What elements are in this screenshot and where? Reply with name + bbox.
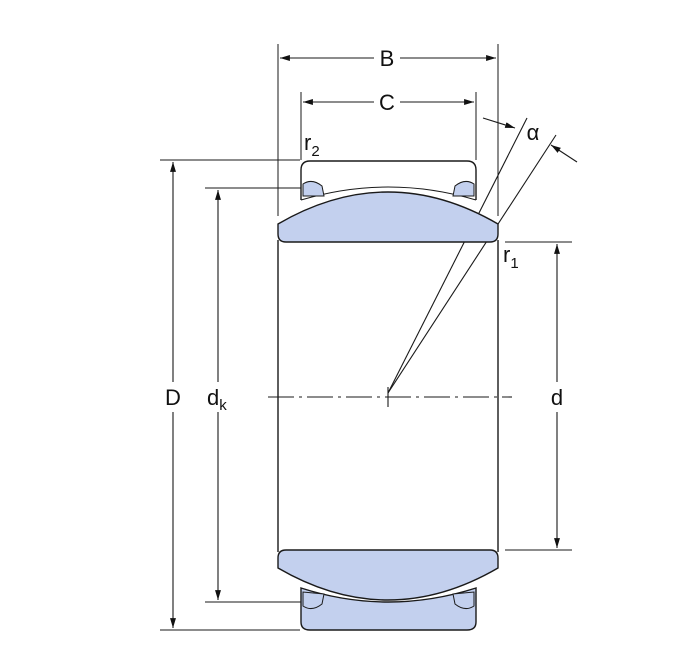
label-r1: r1 xyxy=(503,242,519,272)
seal-top-left xyxy=(302,180,325,197)
label-alpha: α xyxy=(527,120,540,145)
label-D: D xyxy=(165,385,181,410)
label-r2: r2 xyxy=(304,130,320,160)
alpha-line-1 xyxy=(387,117,528,394)
seal-bottom-left xyxy=(302,591,325,610)
alpha-line-2 xyxy=(387,134,557,394)
outer-ring-bottom xyxy=(300,587,477,631)
inner-ring-bottom xyxy=(277,549,499,601)
label-d: d xyxy=(551,385,563,410)
label-dk: dk xyxy=(207,385,227,414)
seal-top-right xyxy=(452,180,475,197)
dimension-lines xyxy=(170,55,578,628)
inner-ring-top xyxy=(277,191,499,243)
seal-bottom-right xyxy=(452,591,475,610)
label-B: B xyxy=(380,46,395,71)
bearing-body xyxy=(277,160,499,631)
labels: B C D d dk r1 r2 α xyxy=(165,46,563,414)
label-C: C xyxy=(379,90,395,115)
extension-lines xyxy=(160,44,572,631)
